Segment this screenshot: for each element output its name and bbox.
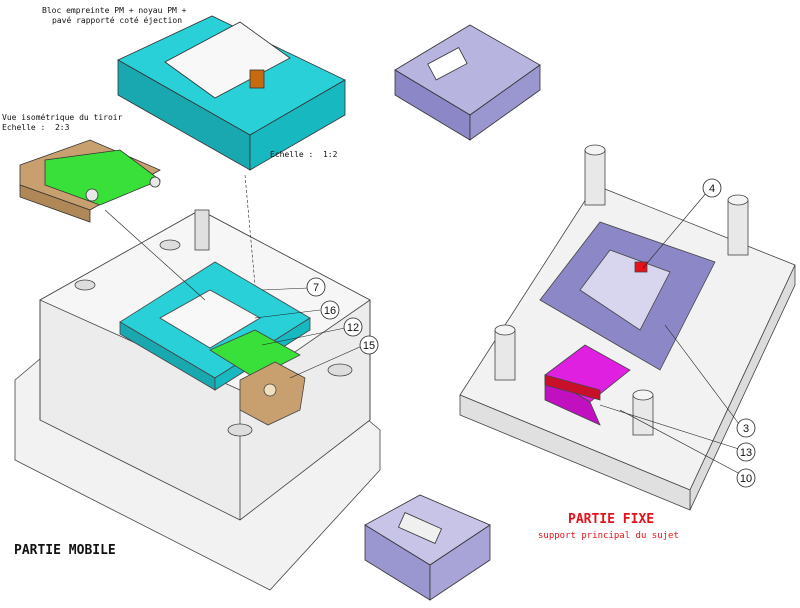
svg-text:10: 10 [740,473,752,485]
partie-fixe-assembly [459,144,796,511]
part-4-red [634,261,648,273]
svg-text:15: 15 [363,340,375,352]
fixed-pillar [632,394,654,436]
title-partie-mobile: PARTIE MOBILE [14,543,116,558]
label-iso-line2: Echelle : 2:3 [2,123,70,132]
leader-lines [104,174,743,476]
svg-text:3: 3 [743,423,749,435]
molded-part [159,289,261,349]
part-lavender-bottom [364,494,491,601]
pillar [159,239,181,251]
part-top-view [164,21,291,99]
label-iso-line1: Vue isométrique du tiroir [2,113,123,122]
svg-text:4: 4 [709,183,715,195]
bloc-empreinte-top [117,15,346,171]
pillar [227,423,253,437]
svg-text:12: 12 [347,322,359,334]
label-bloc-line1: Bloc empreinte PM + noyau PM + [42,6,187,15]
pillar [327,363,353,377]
callout-4: 4 [702,178,722,198]
label-bloc-line2: pavé rapporté coté éjection [52,16,183,25]
callout-12: 12 [343,317,363,337]
part-lavender-top [394,24,541,141]
title-partie-fixe: PARTIE FIXE [568,512,655,527]
fixed-pillar [494,329,516,381]
pillar-body [194,209,210,251]
fixed-pillar [727,199,749,256]
svg-text:7: 7 [313,282,319,294]
callout-13: 13 [736,442,756,462]
callout-7: 7 [306,277,326,297]
tiroir-iso-view [19,139,161,223]
svg-text:13: 13 [740,447,752,459]
label-echelle-main: Echelle : 1:2 [270,150,338,159]
callout-16: 16 [320,300,340,320]
fixed-pillar [584,149,606,206]
pillar [74,279,96,291]
partie-mobile-assembly [14,209,381,591]
subtitle-partie-fixe: support principal du sujet [538,531,679,541]
callout-10: 10 [736,468,756,488]
svg-text:16: 16 [324,305,336,317]
callouts: 7 16 12 15 4 3 13 10 [306,178,756,488]
callout-15: 15 [359,335,379,355]
callout-3: 3 [736,418,756,438]
